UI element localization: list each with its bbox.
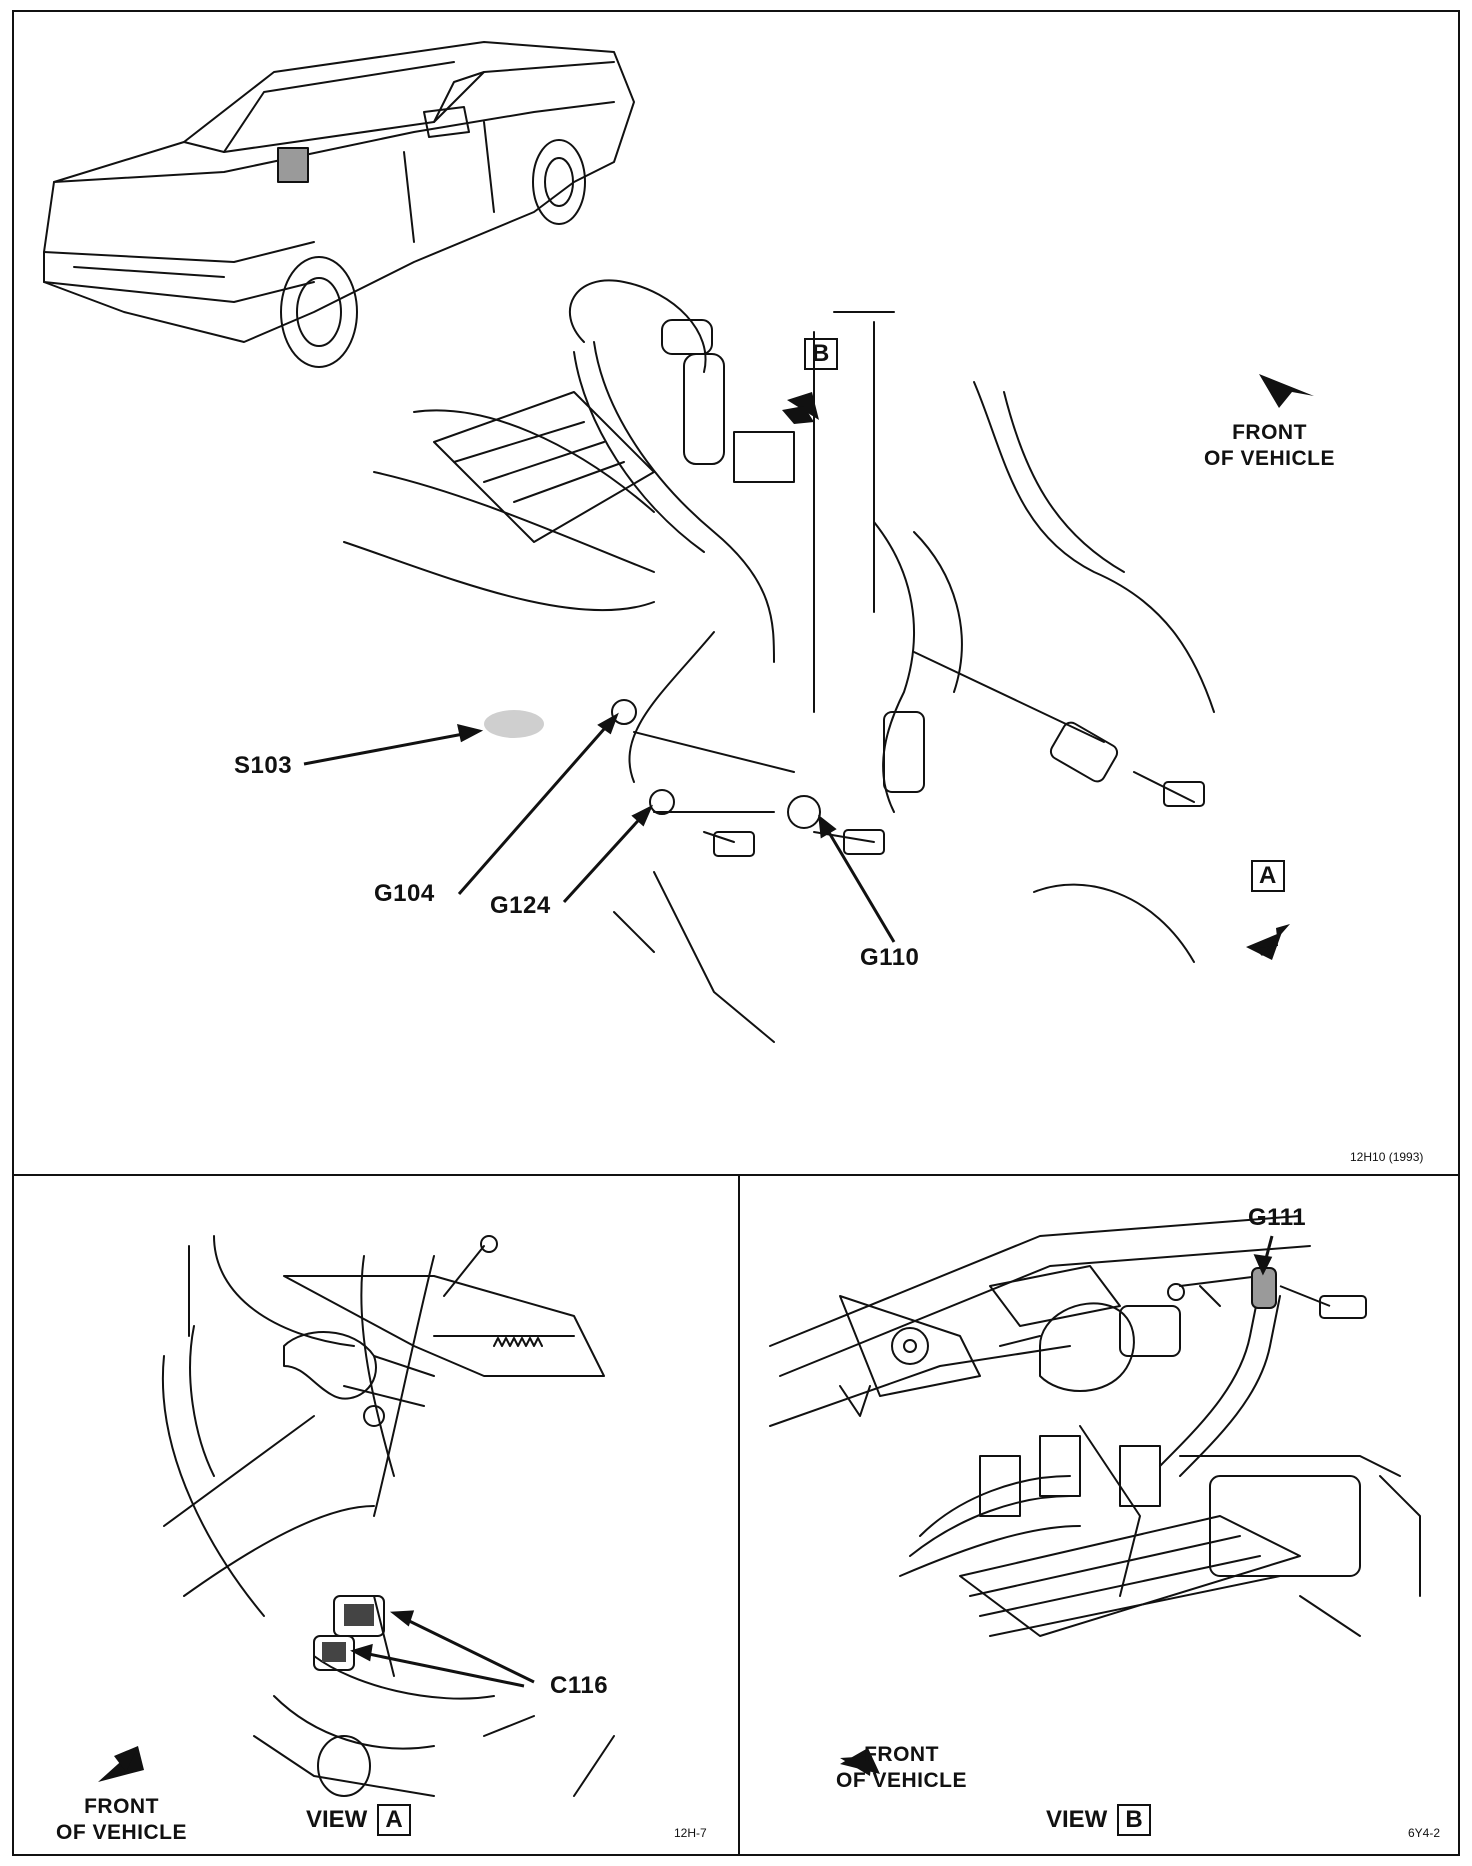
- view-a-tag: A: [1251, 860, 1285, 892]
- view-a-illustration: [98, 1235, 615, 1797]
- view-b-caption: VIEW B: [1046, 1804, 1151, 1836]
- figure-reference: 6Y4-2: [1408, 1826, 1441, 1840]
- location-marker: [277, 147, 309, 183]
- g124-label: G124: [490, 892, 551, 919]
- view-b-arrow-icon: [787, 392, 819, 420]
- view-b-tag: B: [804, 338, 838, 370]
- view-a-caption: VIEW A: [306, 1804, 411, 1836]
- front-of-vehicle-label: FRONT OF VEHICLE: [56, 1795, 188, 1844]
- front-of-vehicle-label: FRONT OF VEHICLE: [1204, 421, 1336, 470]
- main-diagram-panel: B A FRONT OF VEHICLE S103 G104 G124 G110…: [12, 10, 1460, 1176]
- c116-label: C116: [550, 1672, 609, 1699]
- g111-leader: [1253, 1235, 1274, 1276]
- view-a-panel: C116 FRONT OF VEHICLE VIEW A 12H-7: [12, 1174, 740, 1856]
- view-b-panel: G111 FRONT OF VEHICLE VIEW B 6Y4-2: [738, 1174, 1460, 1856]
- front-arrow-icon: [1259, 374, 1314, 408]
- view-word: VIEW: [1046, 1806, 1108, 1833]
- direction-arrows: [782, 374, 1314, 960]
- pickup-truck-illustration: [43, 41, 635, 368]
- front-of-vehicle-label: FRONT OF VEHICLE: [836, 1743, 968, 1792]
- leader-lines: [303, 712, 896, 943]
- view-a-arrow-icon: [1246, 932, 1282, 960]
- ground-g111-terminal: [1251, 1267, 1277, 1309]
- view-tag: A: [377, 1804, 411, 1836]
- figure-reference: 12H10 (1993): [1350, 1150, 1424, 1164]
- c116-leaders: [350, 1610, 535, 1688]
- engine-harness-illustration: [43, 41, 1314, 1043]
- view-word: VIEW: [306, 1806, 368, 1833]
- s103-label: S103: [234, 752, 293, 779]
- g111-label: G111: [1248, 1204, 1307, 1231]
- g104-label: G104: [374, 880, 435, 907]
- figure-reference: 12H-7: [674, 1826, 707, 1840]
- view-tag: B: [1117, 1804, 1151, 1836]
- splice-s103-shade: [484, 710, 544, 738]
- g110-label: G110: [860, 944, 920, 971]
- view-b-illustration: [769, 1215, 1421, 1776]
